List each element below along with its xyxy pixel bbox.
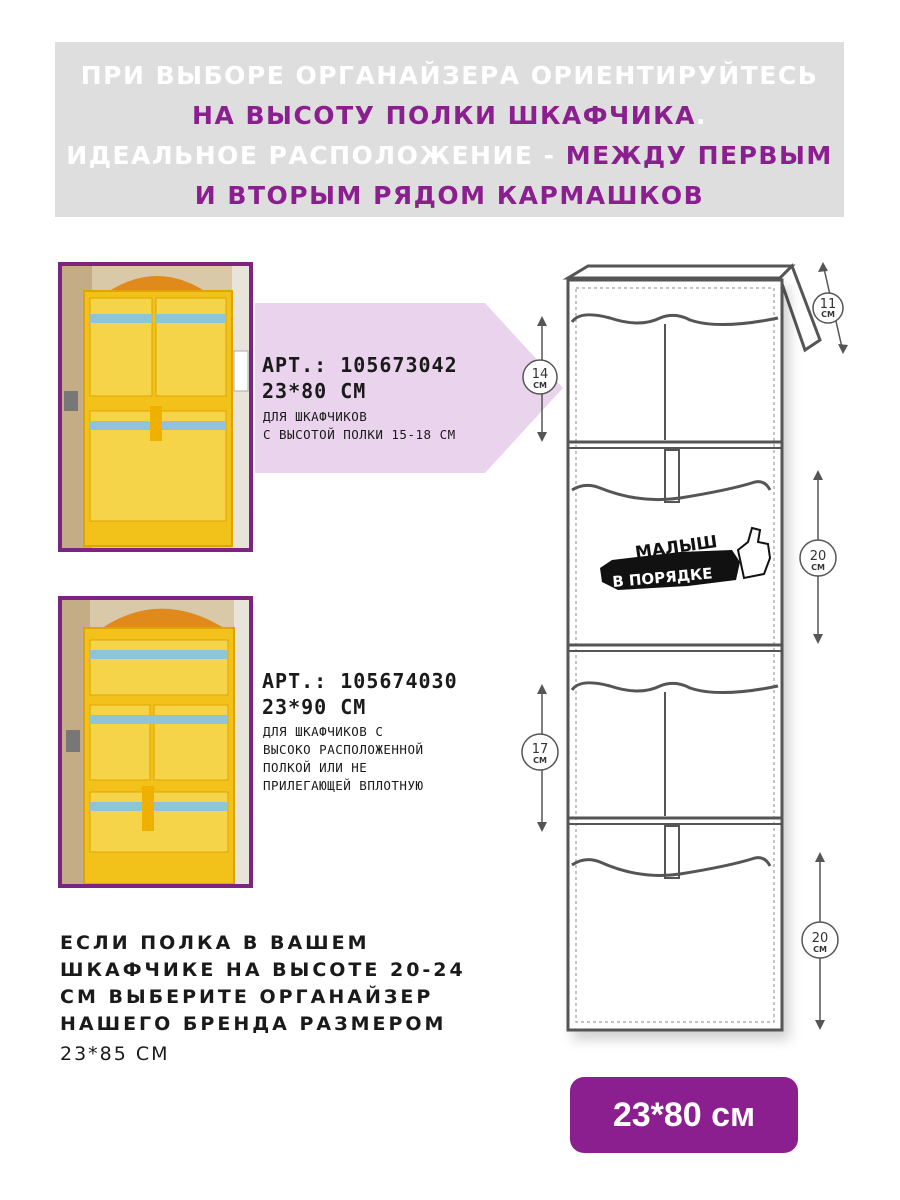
diagram-body <box>566 278 784 1032</box>
dimension-17cm: 17 СМ <box>521 684 559 832</box>
size-badge: 23*80 см <box>570 1077 798 1153</box>
bottom-recommended-size: 23*85 СМ <box>60 1043 170 1065</box>
organizer-diagram: МАЛЫШ В ПОРЯДКЕ 11 СМ 14 СМ 20 СМ 17 <box>521 262 848 1032</box>
banner-line-1: ПРИ ВЫБОРЕ ОРГАНАЙЗЕРА ОРИЕНТИРУЙТЕСЬ <box>80 61 819 90</box>
banner-line-3: ИДЕАЛЬНОЕ РАСПОЛОЖЕНИЕ - МЕЖДУ ПЕРВЫМ <box>55 136 844 176</box>
dim-20-lower-value: 20 <box>812 931 829 946</box>
product-1-desc-line-1: ДЛЯ ШКАФЧИКОВ <box>263 409 368 424</box>
dimension-14cm: 14 СМ <box>522 316 558 442</box>
header-banner: ПРИ ВЫБОРЕ ОРГАНАЙЗЕРА ОРИЕНТИРУЙТЕСЬ НА… <box>55 42 844 217</box>
product-2-desc-line-3: ПОЛКОЙ ИЛИ НЕ <box>263 760 368 775</box>
product-1-tag-background <box>255 303 563 473</box>
dim-17-value: 17 <box>532 742 549 757</box>
brand-logo: МАЛЫШ В ПОРЯДКЕ <box>600 526 772 591</box>
product-1-article: АРТ.: 105673042 <box>262 353 458 377</box>
banner-ideal-position: ИДЕАЛЬНОЕ РАСПОЛОЖЕНИЕ - <box>66 141 566 170</box>
diagram-pocket-row-4 <box>571 825 772 879</box>
dim-14-unit: СМ <box>533 381 547 390</box>
diagram-pocket-row-3 <box>570 681 779 816</box>
product-2-size: 23*90 СМ <box>262 695 367 719</box>
dim-17-unit: СМ <box>533 756 547 765</box>
product-2-article: АРТ.: 105674030 <box>262 669 458 693</box>
dimension-20cm-lower: 20 СМ <box>801 852 839 1030</box>
product-2-desc-line-2: ВЫСОКО РАСПОЛОЖЕННОЙ <box>263 742 424 757</box>
product-photo-2 <box>58 596 253 888</box>
dim-20-lower-unit: СМ <box>813 945 827 954</box>
banner-line-2: НА ВЫСОТУ ПОЛКИ ШКАФЧИКА. <box>55 96 844 136</box>
banner-line-4: И ВТОРЫМ РЯДОМ КАРМАШКОВ <box>194 181 705 210</box>
dim-11-value: 11 <box>820 297 837 312</box>
bottom-recommendation: ЕСЛИ ПОЛКА В ВАШЕМ ШКАФЧИКЕ НА ВЫСОТЕ 20… <box>60 930 520 1038</box>
product-1-size: 23*80 СМ <box>262 379 367 403</box>
banner-dot: . <box>695 101 707 130</box>
dim-20-upper-value: 20 <box>810 549 827 564</box>
dimension-11cm: 11 СМ <box>812 262 848 354</box>
product-2-desc-line-4: ПРИЛЕГАЮЩЕЙ ВПЛОТНУЮ <box>263 778 424 793</box>
banner-highlight-between: МЕЖДУ ПЕРВЫМ <box>565 141 833 170</box>
bottom-note-line-2: ШКАФЧИКЕ НА ВЫСОТЕ 20-24 <box>60 959 466 981</box>
bottom-note-line-3: СМ ВЫБЕРИТЕ ОРГАНАЙЗЕР <box>60 986 434 1008</box>
diagram-pocket-row-2 <box>571 449 772 503</box>
product-photo-1 <box>58 262 253 552</box>
diagram-pocket-row-1 <box>570 313 779 440</box>
bottom-note-line-1: ЕСЛИ ПОЛКА В ВАШЕМ <box>60 932 370 954</box>
dimension-20cm-upper: 20 СМ <box>799 470 837 644</box>
bottom-note-line-4: НАШЕГО БРЕНДА РАЗМЕРОМ <box>60 1013 447 1035</box>
dim-11-unit: СМ <box>821 310 835 319</box>
dim-20-upper-unit: СМ <box>811 563 825 572</box>
dim-14-value: 14 <box>532 367 549 382</box>
product-1-desc-line-2: С ВЫСОТОЙ ПОЛКИ 15-18 СМ <box>263 427 456 442</box>
organizer-photo-1-illustration <box>62 266 249 548</box>
banner-highlight-shelf-height: НА ВЫСОТУ ПОЛКИ ШКАФЧИКА <box>192 101 696 130</box>
organizer-photo-2-illustration <box>62 600 249 884</box>
product-2-desc-line-1: ДЛЯ ШКАФЧИКОВ С <box>263 724 384 739</box>
thumbs-up-icon <box>736 526 772 580</box>
diagram-top-shelf <box>562 263 822 353</box>
